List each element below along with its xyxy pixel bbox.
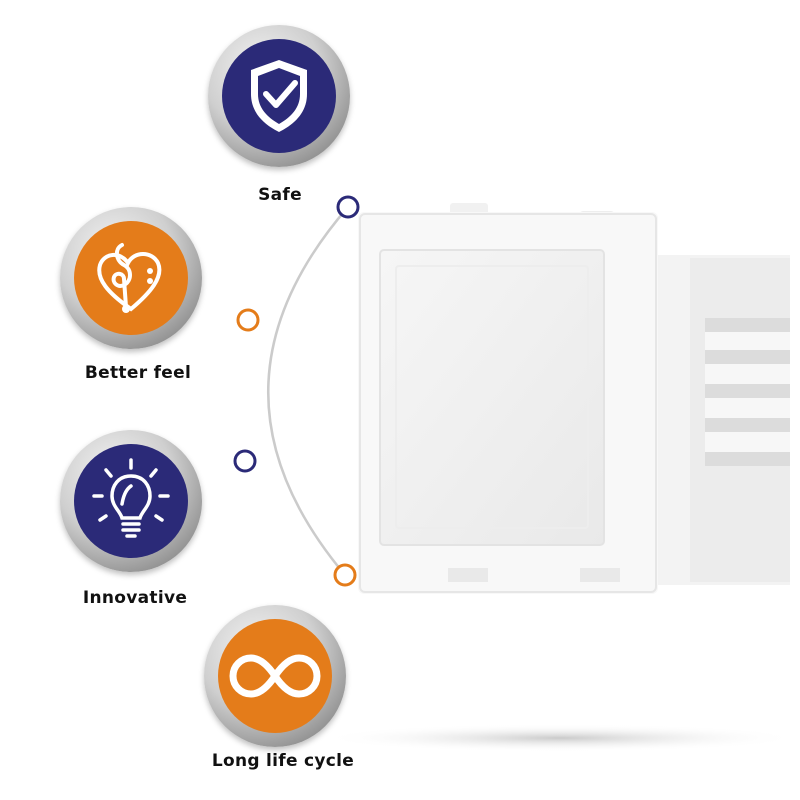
arc-node-4 [333,563,357,587]
feature-long-life-cycle-badge [204,605,346,747]
feature-innovative-badge [60,430,202,572]
feature-long-life-cycle-label: Long life cycle [211,751,355,771]
arc-node-3 [233,449,257,473]
feature-better-feel: Better feel [38,207,238,387]
feature-safe-label: Safe [258,185,302,205]
infinity-icon [229,654,321,698]
arc-node-1 [336,195,360,219]
feature-better-feel-badge [60,207,202,349]
shield-check-icon [251,60,307,132]
feature-innovative: Innovative [35,430,235,610]
lightbulb-icon [92,458,170,538]
feature-better-feel-label: Better feel [84,363,192,383]
feature-innovative-label: Innovative [82,588,188,608]
feature-long-life-cycle: Long life cycle [168,605,368,785]
music-heart-icon [97,243,162,313]
arc-node-2 [236,308,260,332]
feature-safe: Safe [180,25,380,215]
feature-safe-badge [208,25,350,167]
